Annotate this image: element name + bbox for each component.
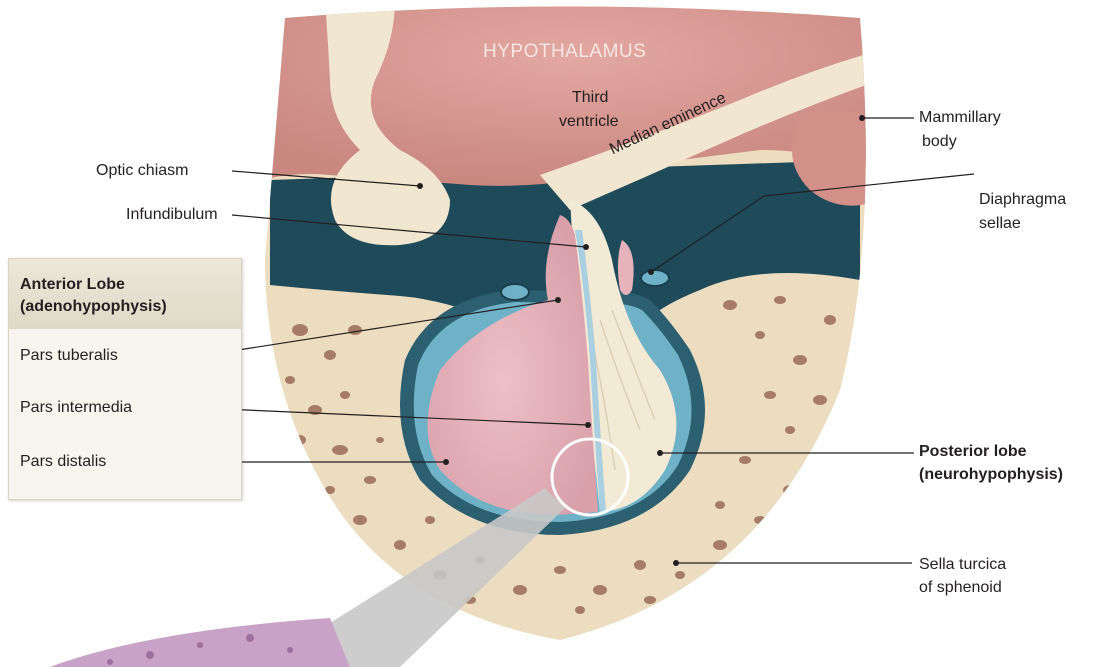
anterior-lobe-title-2: (adenohypophysis) [20, 297, 167, 317]
anterior-lobe-title-1: Anterior Lobe [20, 275, 125, 295]
sella-turcica-label-2: of sphenoid [919, 578, 1002, 598]
sella-turcica-label-1: Sella turcica [919, 555, 1006, 575]
pars-tuberalis-label: Pars tuberalis [20, 346, 118, 366]
diaphragma-label-2: sellae [979, 214, 1021, 234]
third-ventricle-label-1: Third [572, 88, 608, 108]
hypothalamus-label: HYPOTHALAMUS [483, 42, 646, 62]
third-ventricle-label-2: ventricle [559, 112, 619, 132]
pars-intermedia-label: Pars intermedia [20, 398, 132, 418]
infundibulum-label: Infundibulum [126, 205, 218, 225]
optic-chiasm-label: Optic chiasm [96, 161, 188, 181]
posterior-lobe-label-1: Posterior lobe [919, 442, 1027, 462]
diaphragma-label-1: Diaphragma [979, 190, 1066, 210]
pars-distalis-label: Pars distalis [20, 452, 106, 472]
mammillary-label-1: Mammillary [919, 108, 1001, 128]
posterior-lobe-label-2: (neurohypophysis) [919, 465, 1063, 485]
mammillary-label-2: body [922, 132, 957, 152]
